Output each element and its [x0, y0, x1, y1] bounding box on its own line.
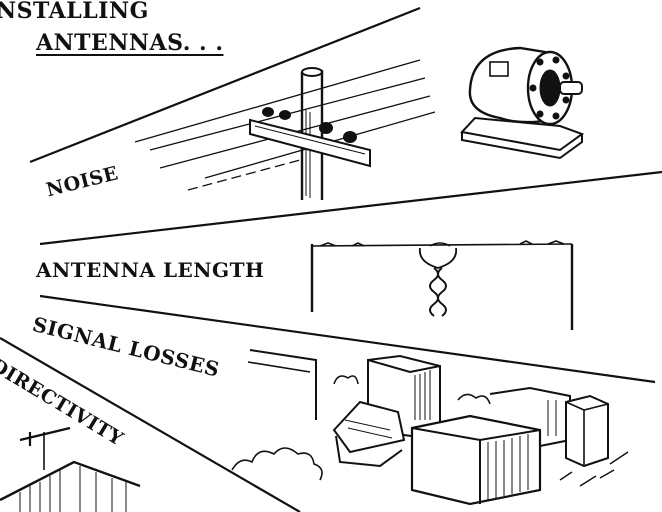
- electric-motor-drawing: [462, 48, 582, 158]
- utility-pole-drawing: [135, 60, 435, 200]
- divider-line: [40, 172, 662, 244]
- heading-line-1: NSTALLING: [0, 0, 149, 24]
- section-label-antenna-length: ANTENNA LENGTH: [36, 258, 264, 282]
- dipole-antenna-drawing: [312, 241, 572, 330]
- heading-line-2: ANTENNAS. . .: [36, 30, 224, 56]
- buildings-drawing: [232, 350, 628, 504]
